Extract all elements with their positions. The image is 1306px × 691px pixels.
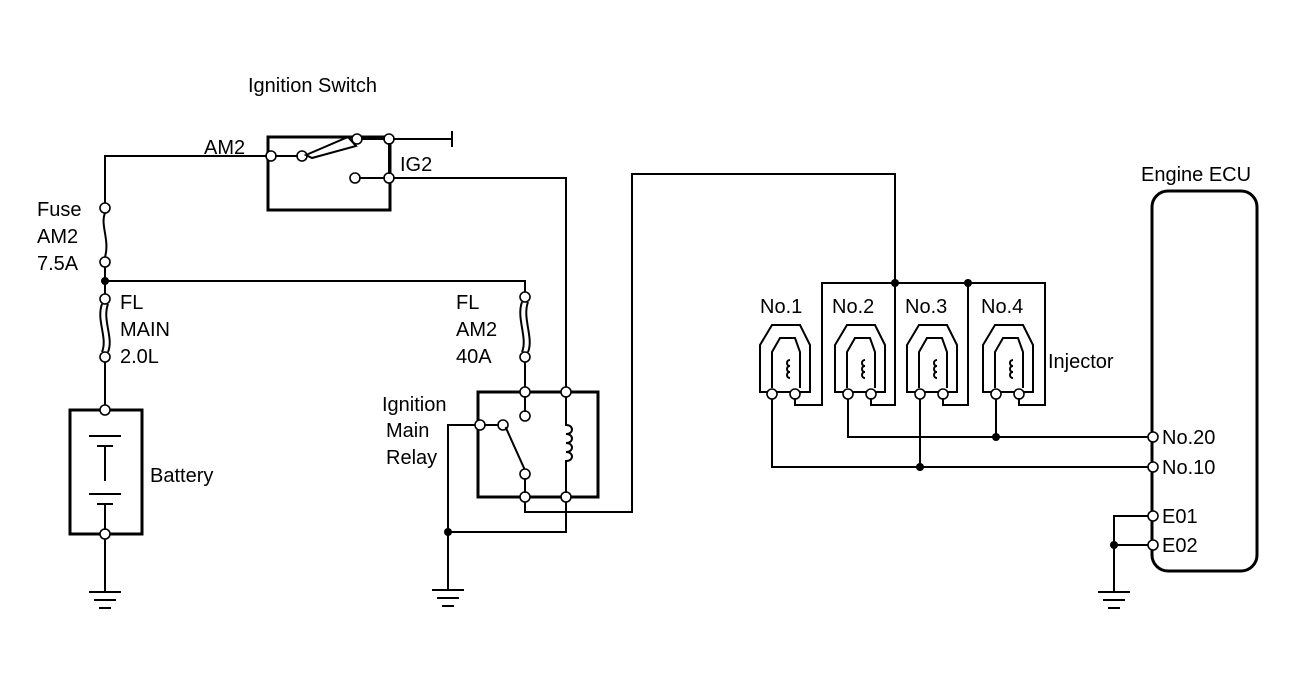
injector-no3 <box>906 324 958 400</box>
injector-no2-label: No.2 <box>832 296 874 318</box>
ignition-switch-label: Ignition Switch <box>248 75 377 97</box>
injector-label: Injector <box>1048 351 1114 373</box>
fl-am2-label-1: FL <box>456 292 479 314</box>
injector-no4 <box>982 324 1034 400</box>
fuse-label: Fuse <box>37 199 81 221</box>
ecu-no10-label: No.10 <box>1162 457 1215 479</box>
injector-no2 <box>834 324 886 400</box>
relay-label-2: Main <box>386 420 429 442</box>
engine-ecu-label: Engine ECU <box>1141 164 1251 186</box>
fl-am2-label-3: 40A <box>456 346 492 368</box>
fuse-am2-label: AM2 <box>37 226 78 248</box>
ig2-terminal-label: IG2 <box>400 154 432 176</box>
ignition-main-relay <box>474 386 600 503</box>
injector-no3-label: No.3 <box>905 296 947 318</box>
battery <box>68 404 144 540</box>
injector-no1 <box>759 324 811 400</box>
fusible-link-main <box>99 293 111 363</box>
engine-ecu <box>1147 189 1259 573</box>
fl-main-label-1: FL <box>120 292 143 314</box>
ecu-e01-label: E01 <box>1162 506 1198 528</box>
ecu-e02-label: E02 <box>1162 535 1198 557</box>
fuse-am2 <box>99 202 111 268</box>
ground-symbol-ecu <box>1098 591 1130 609</box>
ecu-no20-label: No.20 <box>1162 427 1215 449</box>
wiring <box>104 155 1151 591</box>
fusible-link-am2 <box>519 291 531 363</box>
junction-dots <box>101 277 1118 549</box>
relay-label-1: Ignition <box>382 394 447 416</box>
injector-no4-label: No.4 <box>981 296 1023 318</box>
battery-label: Battery <box>150 465 213 487</box>
ground-symbol-relay <box>432 589 464 607</box>
fl-am2-label-2: AM2 <box>456 319 497 341</box>
relay-label-3: Relay <box>386 447 437 469</box>
fl-main-label-3: 2.0L <box>120 346 159 368</box>
ground-symbol-battery <box>89 591 121 609</box>
fl-main-label-2: MAIN <box>120 319 170 341</box>
am2-terminal-label: AM2 <box>204 137 245 159</box>
ignition-switch <box>265 131 453 212</box>
injector-no1-label: No.1 <box>760 296 802 318</box>
fuse-rating-label: 7.5A <box>37 253 79 275</box>
